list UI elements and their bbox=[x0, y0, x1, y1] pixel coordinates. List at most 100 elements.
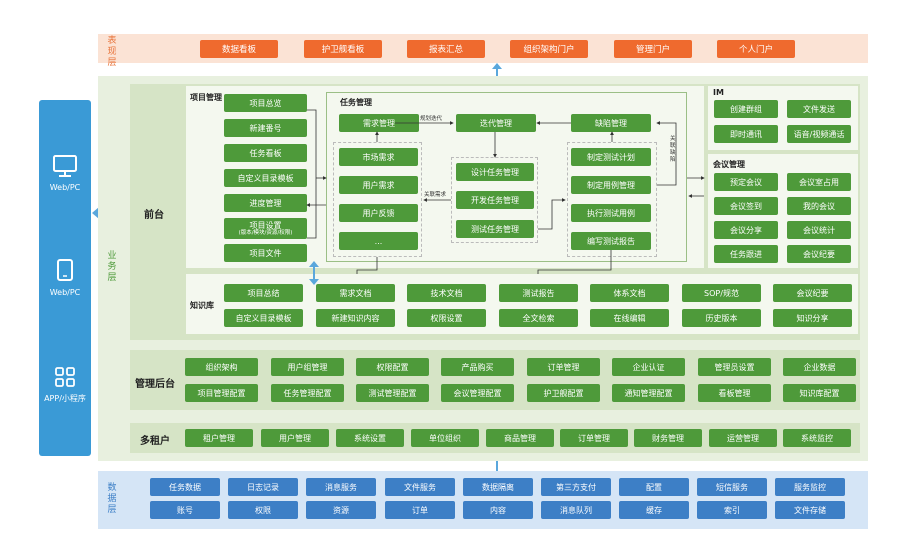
presentation-item[interactable]: 数据看板 bbox=[200, 40, 278, 58]
data-layer-item[interactable]: 日志记录 bbox=[228, 478, 298, 496]
backend-item[interactable]: 组织架构 bbox=[185, 358, 258, 376]
knowledge-item[interactable]: 全文检索 bbox=[499, 309, 578, 327]
knowledge-item[interactable]: 项目总结 bbox=[224, 284, 303, 302]
backend-item[interactable]: 会议管理配置 bbox=[441, 384, 514, 402]
data-layer-item[interactable]: 文件服务 bbox=[385, 478, 455, 496]
data-layer-item[interactable]: 资源 bbox=[306, 501, 376, 519]
backend-item[interactable]: 管理员设置 bbox=[698, 358, 771, 376]
project-mgmt-item[interactable]: 新建番号 bbox=[224, 119, 307, 137]
presentation-item[interactable]: 报表汇总 bbox=[407, 40, 485, 58]
test-task-item[interactable]: 制定测试计划 bbox=[571, 148, 651, 166]
backend-item[interactable]: 看板管理 bbox=[698, 384, 771, 402]
defect-mgmt-button[interactable]: 缺陷管理 bbox=[571, 114, 651, 132]
meeting-item[interactable]: 任务跟进 bbox=[714, 245, 778, 263]
req-mgmt-button[interactable]: 需求管理 bbox=[339, 114, 419, 132]
data-layer-item[interactable]: 订单 bbox=[385, 501, 455, 519]
presentation-item[interactable]: 管理门户 bbox=[614, 40, 692, 58]
dev-task-item[interactable]: 开发任务管理 bbox=[456, 191, 534, 209]
meeting-item[interactable]: 会议签到 bbox=[714, 197, 778, 215]
backend-item[interactable]: 企业认证 bbox=[612, 358, 685, 376]
data-layer-item[interactable]: 服务监控 bbox=[775, 478, 845, 496]
data-layer-item[interactable]: 索引 bbox=[697, 501, 767, 519]
data-layer-item[interactable]: 消息队列 bbox=[541, 501, 611, 519]
data-layer-item[interactable]: 内容 bbox=[463, 501, 533, 519]
tenant-item[interactable]: 用户管理 bbox=[261, 429, 329, 447]
knowledge-item[interactable]: 权限设置 bbox=[407, 309, 486, 327]
project-mgmt-item[interactable]: 项目总览 bbox=[224, 94, 307, 112]
data-layer-item[interactable]: 短信服务 bbox=[697, 478, 767, 496]
knowledge-item[interactable]: 自定义目录模板 bbox=[224, 309, 303, 327]
meeting-item[interactable]: 我的会议 bbox=[787, 197, 851, 215]
project-mgmt-item[interactable]: 任务看板 bbox=[224, 144, 307, 162]
knowledge-item[interactable]: SOP/规范 bbox=[682, 284, 761, 302]
knowledge-item[interactable]: 体系文档 bbox=[590, 284, 669, 302]
data-layer-item[interactable]: 任务数据 bbox=[150, 478, 220, 496]
backend-item[interactable]: 用户组管理 bbox=[271, 358, 344, 376]
im-item[interactable]: 语音/视频通话 bbox=[787, 125, 851, 143]
meeting-item[interactable]: 预定会议 bbox=[714, 173, 778, 191]
backend-item[interactable]: 产品购买 bbox=[441, 358, 514, 376]
knowledge-item[interactable]: 会议纪要 bbox=[773, 284, 852, 302]
tenant-item[interactable]: 系统设置 bbox=[336, 429, 404, 447]
backend-item[interactable]: 知识库配置 bbox=[783, 384, 856, 402]
data-layer-item[interactable]: 账号 bbox=[150, 501, 220, 519]
backend-item[interactable]: 护卫舰配置 bbox=[527, 384, 600, 402]
knowledge-item[interactable]: 技术文档 bbox=[407, 284, 486, 302]
business-layer-label: 业务层 bbox=[107, 251, 117, 283]
knowledge-item[interactable]: 知识分享 bbox=[773, 309, 852, 327]
tenant-item[interactable]: 财务管理 bbox=[634, 429, 702, 447]
req-source-item[interactable]: 市场需求 bbox=[339, 148, 418, 166]
presentation-item[interactable]: 个人门户 bbox=[717, 40, 795, 58]
backend-item[interactable]: 测试管理配置 bbox=[356, 384, 429, 402]
tenant-item[interactable]: 系统监控 bbox=[783, 429, 851, 447]
backend-item[interactable]: 项目管理配置 bbox=[185, 384, 258, 402]
test-task-item[interactable]: 执行测试用例 bbox=[571, 204, 651, 222]
tenant-item[interactable]: 商品管理 bbox=[486, 429, 554, 447]
backend-item[interactable]: 企业数据 bbox=[783, 358, 856, 376]
data-layer-item[interactable]: 消息服务 bbox=[306, 478, 376, 496]
meeting-item[interactable]: 会议统计 bbox=[787, 221, 851, 239]
project-settings-button[interactable]: 项目设置(版本/模块/资源/权限) bbox=[224, 218, 307, 239]
req-source-item[interactable]: 用户需求 bbox=[339, 176, 418, 194]
knowledge-title: 知识库 bbox=[190, 301, 214, 310]
data-layer-item[interactable]: 数据隔离 bbox=[463, 478, 533, 496]
presentation-item[interactable]: 组织架构门户 bbox=[510, 40, 588, 58]
dev-task-item[interactable]: 设计任务管理 bbox=[456, 163, 534, 181]
test-task-item[interactable]: 编写测试报告 bbox=[571, 232, 651, 250]
tenant-item[interactable]: 单位组织 bbox=[411, 429, 479, 447]
project-mgmt-item[interactable]: 进度管理 bbox=[224, 194, 307, 212]
im-item[interactable]: 创建群组 bbox=[714, 100, 778, 118]
im-item[interactable]: 文件发送 bbox=[787, 100, 851, 118]
meeting-item[interactable]: 会议分享 bbox=[714, 221, 778, 239]
tenant-item[interactable]: 订单管理 bbox=[560, 429, 628, 447]
tenant-item[interactable]: 运营管理 bbox=[709, 429, 777, 447]
backend-item[interactable]: 权限配置 bbox=[356, 358, 429, 376]
knowledge-item[interactable]: 测试报告 bbox=[499, 284, 578, 302]
test-task-item[interactable]: 制定用例管理 bbox=[571, 176, 651, 194]
backend-item[interactable]: 任务管理配置 bbox=[271, 384, 344, 402]
tenant-item[interactable]: 租户管理 bbox=[185, 429, 253, 447]
project-files-button[interactable]: 项目文件 bbox=[224, 244, 307, 262]
meeting-item[interactable]: 会议纪要 bbox=[787, 245, 851, 263]
data-layer-item[interactable]: 文件存储 bbox=[775, 501, 845, 519]
knowledge-item[interactable]: 历史版本 bbox=[682, 309, 761, 327]
data-layer-item[interactable]: 第三方支付 bbox=[541, 478, 611, 496]
dev-task-item[interactable]: 测试任务管理 bbox=[456, 220, 534, 238]
backend-item[interactable]: 通知管理配置 bbox=[612, 384, 685, 402]
knowledge-item[interactable]: 在线编辑 bbox=[590, 309, 669, 327]
data-layer-item[interactable]: 配置 bbox=[619, 478, 689, 496]
req-source-item[interactable]: ... bbox=[339, 232, 418, 250]
im-item[interactable]: 即时通讯 bbox=[714, 125, 778, 143]
knowledge-item[interactable]: 需求文档 bbox=[316, 284, 395, 302]
data-layer-item[interactable]: 缓存 bbox=[619, 501, 689, 519]
backend-item[interactable]: 订单管理 bbox=[527, 358, 600, 376]
presentation-item[interactable]: 护卫舰看板 bbox=[304, 40, 382, 58]
data-layer-label: 数据层 bbox=[107, 483, 117, 515]
iteration-mgmt-button[interactable]: 迭代管理 bbox=[456, 114, 536, 132]
data-layer-item[interactable]: 权限 bbox=[228, 501, 298, 519]
project-mgmt-item[interactable]: 自定义目录模板 bbox=[224, 169, 307, 187]
knowledge-item[interactable]: 新建知识内容 bbox=[316, 309, 395, 327]
req-source-item[interactable]: 用户反馈 bbox=[339, 204, 418, 222]
meeting-item[interactable]: 会议室占用 bbox=[787, 173, 851, 191]
meeting-title: 会议管理 bbox=[713, 160, 745, 169]
